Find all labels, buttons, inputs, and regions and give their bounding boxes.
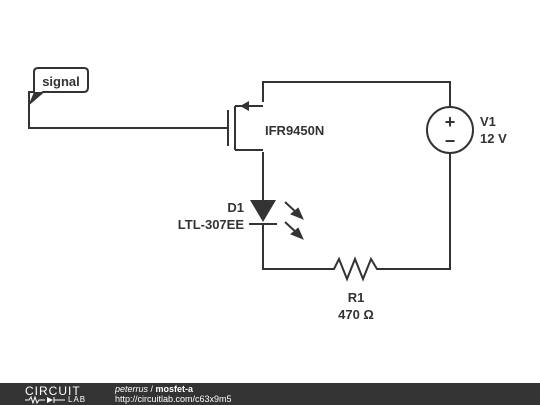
signal-label: signal bbox=[42, 74, 80, 89]
footer-url-link[interactable]: http://circuitlab.com/c63x9m5 bbox=[115, 394, 232, 404]
logo-circuit: CIRCUIT bbox=[25, 384, 81, 398]
footer-project-name[interactable]: mosfet-a bbox=[155, 384, 194, 394]
bottom-left-wire bbox=[262, 225, 328, 270]
signal-wire bbox=[28, 92, 228, 129]
source-value-label: 12 V bbox=[480, 131, 507, 146]
footer-project-line: peterrus / mosfet-a bbox=[115, 384, 193, 394]
logo-lab: LAB bbox=[68, 395, 87, 404]
light-arrows-icon bbox=[284, 201, 304, 240]
resistor-symbol[interactable] bbox=[328, 256, 382, 282]
mosfet-symbol[interactable] bbox=[227, 101, 263, 151]
diode-ref-label: D1 bbox=[227, 200, 244, 215]
footer-bar: CIRCUIT LAB peterrus / mosfet-a http://c… bbox=[0, 383, 540, 405]
resistor-ref-label: R1 bbox=[348, 290, 365, 305]
source-plus-sign: + bbox=[445, 112, 456, 132]
signal-label-box[interactable]: signal bbox=[28, 67, 89, 107]
source-ref-label: V1 bbox=[480, 114, 496, 129]
footer-separator: / bbox=[148, 384, 156, 394]
logo-wave-icon bbox=[25, 395, 65, 404]
right-wire bbox=[382, 153, 451, 270]
source-minus-sign: − bbox=[445, 131, 456, 151]
wires bbox=[28, 81, 451, 270]
diode-part-label: LTL-307EE bbox=[178, 217, 245, 232]
mosfet-arrow-icon bbox=[240, 101, 249, 111]
top-wire bbox=[262, 81, 451, 107]
led-symbol[interactable] bbox=[249, 200, 304, 240]
diode-triangle bbox=[250, 200, 276, 222]
voltage-source-symbol[interactable]: + − bbox=[426, 106, 474, 154]
mosfet-part-label: IFR9450N bbox=[265, 123, 324, 138]
footer-username[interactable]: peterrus bbox=[115, 384, 149, 394]
resistor-value-label: 470 Ω bbox=[338, 307, 374, 322]
